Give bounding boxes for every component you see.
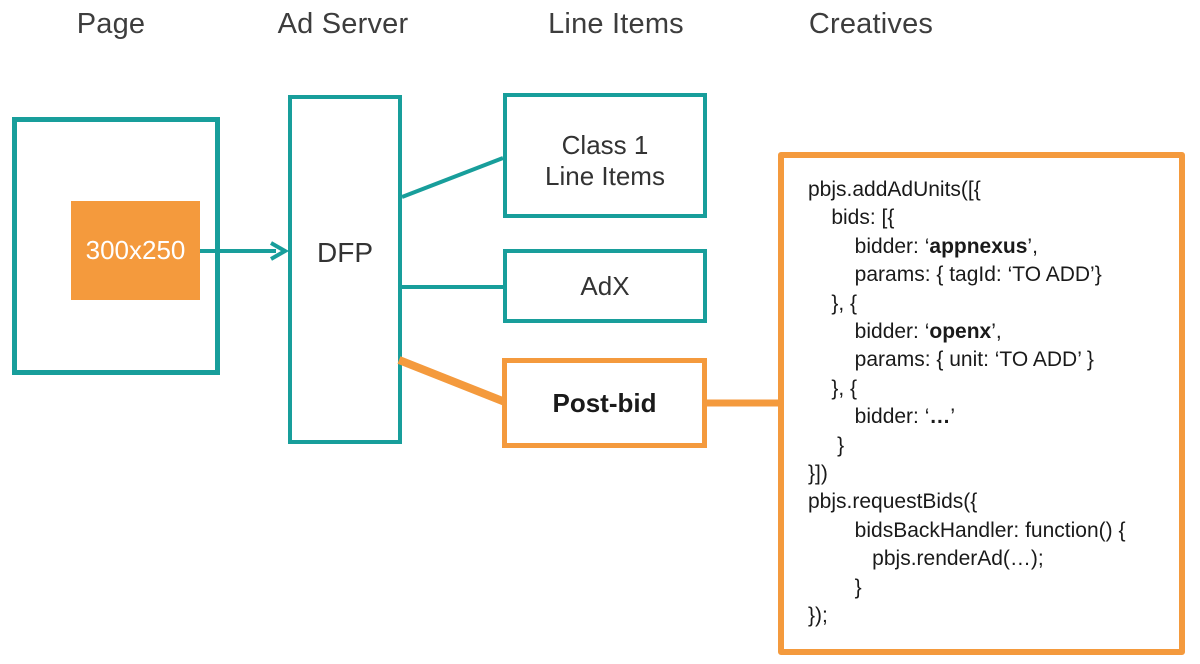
ad-server-dfp-box: DFP (288, 95, 402, 444)
code-line: bidder: ‘…’ (808, 405, 956, 429)
code-line: }]) (808, 462, 828, 486)
column-header-ad-server: Ad Server (277, 8, 409, 40)
code-line: pbjs.addAdUnits([{ (808, 178, 981, 201)
ad-slot-300x250: 300x250 (71, 201, 200, 300)
code-line: bidsBackHandler: function() { (808, 518, 1126, 542)
code-line: bidder: ‘openx’, (808, 320, 1002, 344)
column-header-page: Page (76, 8, 146, 40)
class1-label-line2: Line Items (545, 160, 665, 191)
code-lines: pbjs.addAdUnits([{ bids: [{ bidder: ‘app… (808, 176, 1179, 631)
column-header-line-items: Line Items (548, 8, 684, 40)
connector-dfp-to-postbid (397, 356, 507, 406)
postbid-label: Post-bid (552, 387, 657, 418)
code-line: pbjs.renderAd(…); (808, 547, 1044, 571)
code-line: }, { (808, 376, 858, 400)
adx-label: AdX (580, 270, 630, 301)
adx-box: AdX (503, 249, 707, 323)
class1-line-items-box: Class 1 Line Items (503, 93, 707, 218)
code-line: pbjs.requestBids({ (808, 490, 978, 514)
code-line: } (808, 575, 862, 599)
class1-label-line1: Class 1 (561, 129, 649, 160)
ad-slot-label: 300x250 (85, 235, 186, 265)
connector-dfp-to-class1 (401, 156, 504, 199)
code-line: bids: [{ (808, 206, 895, 230)
creatives-code-box: pbjs.addAdUnits([{ bids: [{ bidder: ‘app… (778, 152, 1185, 655)
code-line: bidder: ‘appnexus’, (808, 234, 1038, 258)
dfp-label: DFP (317, 236, 373, 268)
code-line: params: { tagId: ‘TO ADD’} (808, 263, 1102, 287)
code-line: }, { (808, 291, 858, 315)
postbid-box: Post-bid (502, 358, 707, 448)
code-line: } (808, 433, 845, 457)
arrowhead-icon (270, 241, 290, 261)
code-line: params: { unit: ‘TO ADD’ } (808, 348, 1094, 372)
column-header-creatives: Creatives (808, 8, 934, 40)
code-line: }); (808, 604, 828, 628)
